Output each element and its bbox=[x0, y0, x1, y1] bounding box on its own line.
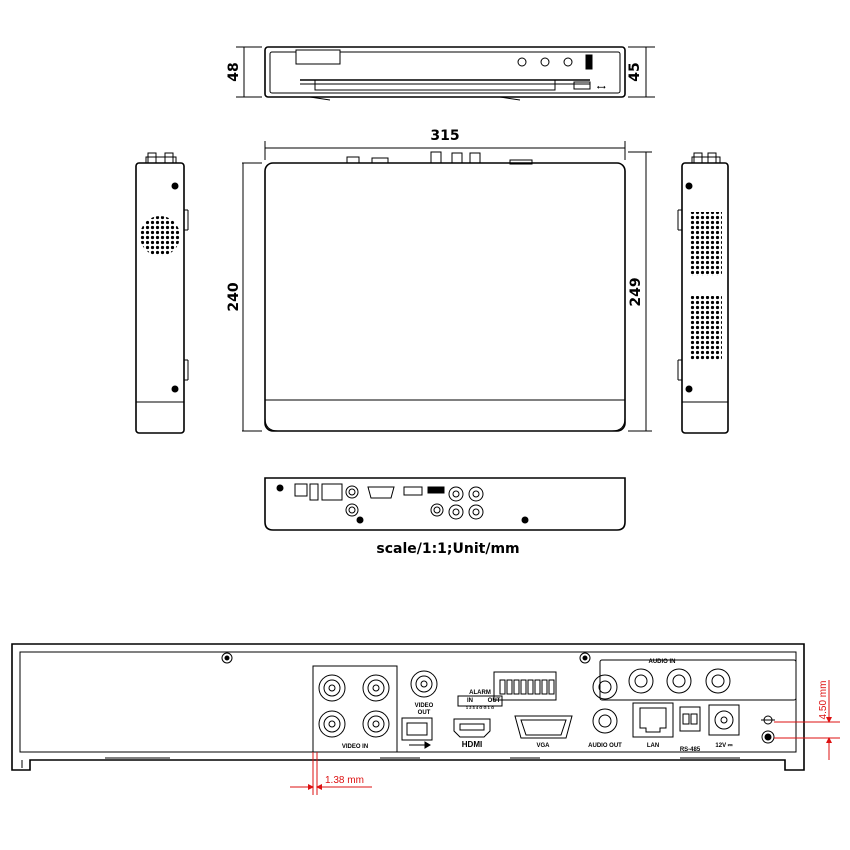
label-audio-in: AUDIO IN bbox=[649, 659, 676, 665]
rear-panel bbox=[11, 643, 805, 771]
label-power: 12V ⎓ bbox=[715, 743, 732, 749]
svg-text:⟷: ⟷ bbox=[597, 84, 606, 91]
label-video-in: VIDEO IN bbox=[342, 744, 368, 750]
label-alarm-in: IN bbox=[467, 698, 473, 704]
label-alarm-numbers: 1 2 3 4 G G 1 G bbox=[466, 705, 494, 710]
label-video-out-1: VIDEO bbox=[415, 703, 434, 709]
rear-view-small bbox=[264, 477, 626, 531]
dim-front-height: 48 bbox=[226, 62, 242, 81]
dim-depth-right: 249 bbox=[628, 277, 644, 306]
label-audio-out: AUDIO OUT bbox=[588, 743, 622, 749]
left-side-view bbox=[135, 152, 189, 434]
right-side-view bbox=[677, 152, 729, 434]
callout-height-offset: 4.50 mm bbox=[818, 681, 829, 720]
callout-lines bbox=[290, 680, 840, 795]
dim-depth-left: 240 bbox=[226, 282, 242, 311]
usb-icon bbox=[409, 741, 431, 749]
ground-icon bbox=[761, 715, 775, 725]
label-rs485: RS-485 bbox=[680, 747, 701, 753]
label-video-out-2: OUT bbox=[418, 710, 431, 716]
label-vga: VGA bbox=[536, 743, 550, 749]
dim-width: 315 bbox=[430, 128, 459, 144]
callout-edge-offset: 1.38 mm bbox=[325, 775, 364, 786]
dim-front-height-right: 45 bbox=[627, 62, 643, 81]
label-alarm-out: OUT bbox=[488, 698, 501, 704]
front-view: ⟷ bbox=[236, 46, 655, 101]
label-alarm: ALARM bbox=[469, 690, 491, 696]
caption-scale: scale/1:1;Unit/mm bbox=[376, 541, 519, 557]
label-lan: LAN bbox=[647, 743, 659, 749]
top-view bbox=[242, 141, 652, 432]
label-hdmi: HDMI bbox=[462, 740, 482, 749]
